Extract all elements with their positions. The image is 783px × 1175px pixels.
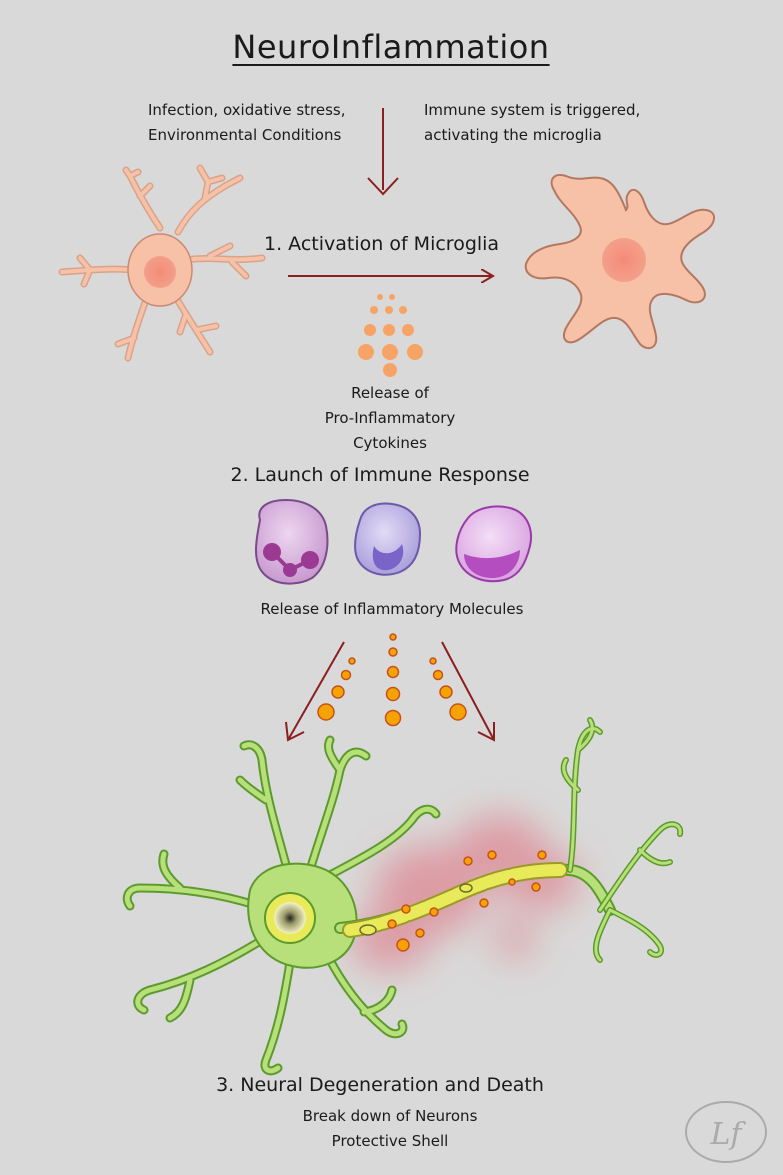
resting-microglia: [58, 164, 266, 362]
cytokine-release-line-3: Cytokines: [353, 434, 427, 452]
immune-cell-neutrophil: [255, 498, 329, 585]
signature-logo: Lf: [685, 1101, 767, 1163]
trigger-effect-line-1: Immune system is triggered,: [424, 101, 641, 119]
immune-cell-lymphocyte: [455, 505, 532, 583]
step-3-details: Break down of Neurons Protective Shell: [303, 1104, 478, 1154]
immune-cell-monocyte: [353, 502, 422, 576]
cytokine-release-line-2: Pro-Inflammatory: [324, 409, 456, 427]
trigger-arrow: [367, 108, 399, 196]
signature-text: Lf: [709, 1117, 746, 1152]
trigger-causes-line-1: Infection, oxidative stress,: [148, 101, 346, 119]
trigger-causes-line-2: Environmental Conditions: [148, 126, 342, 144]
step-1-label: 1. Activation of Microglia: [264, 233, 500, 255]
trigger-effect: Immune system is triggered, activating t…: [424, 98, 640, 148]
step-2-label: 2. Launch of Immune Response: [230, 464, 530, 486]
cytokine-dots: [358, 294, 423, 377]
trigger-effect-line-2: activating the microglia: [424, 126, 602, 144]
molecule-release-label: Release of Inflammatory Molecules: [260, 600, 524, 618]
cytokine-release-label: Release of Pro-Inflammatory Cytokines: [325, 381, 456, 456]
trigger-causes: Infection, oxidative stress, Environment…: [148, 98, 346, 148]
activated-microglia: [524, 174, 715, 350]
inflammatory-molecule-dots: [317, 633, 467, 727]
step-3-label: 3. Neural Degeneration and Death: [216, 1074, 544, 1096]
page-title: NeuroInflammation: [232, 28, 550, 66]
cytokine-release-line-1: Release of: [351, 384, 429, 402]
neuron: [122, 717, 684, 1076]
inflammation-arrows: [285, 641, 495, 742]
step-3-line-2: Protective Shell: [331, 1132, 449, 1150]
attacking-molecules: [387, 850, 547, 952]
step-3-line-1: Break down of Neurons: [302, 1107, 478, 1125]
